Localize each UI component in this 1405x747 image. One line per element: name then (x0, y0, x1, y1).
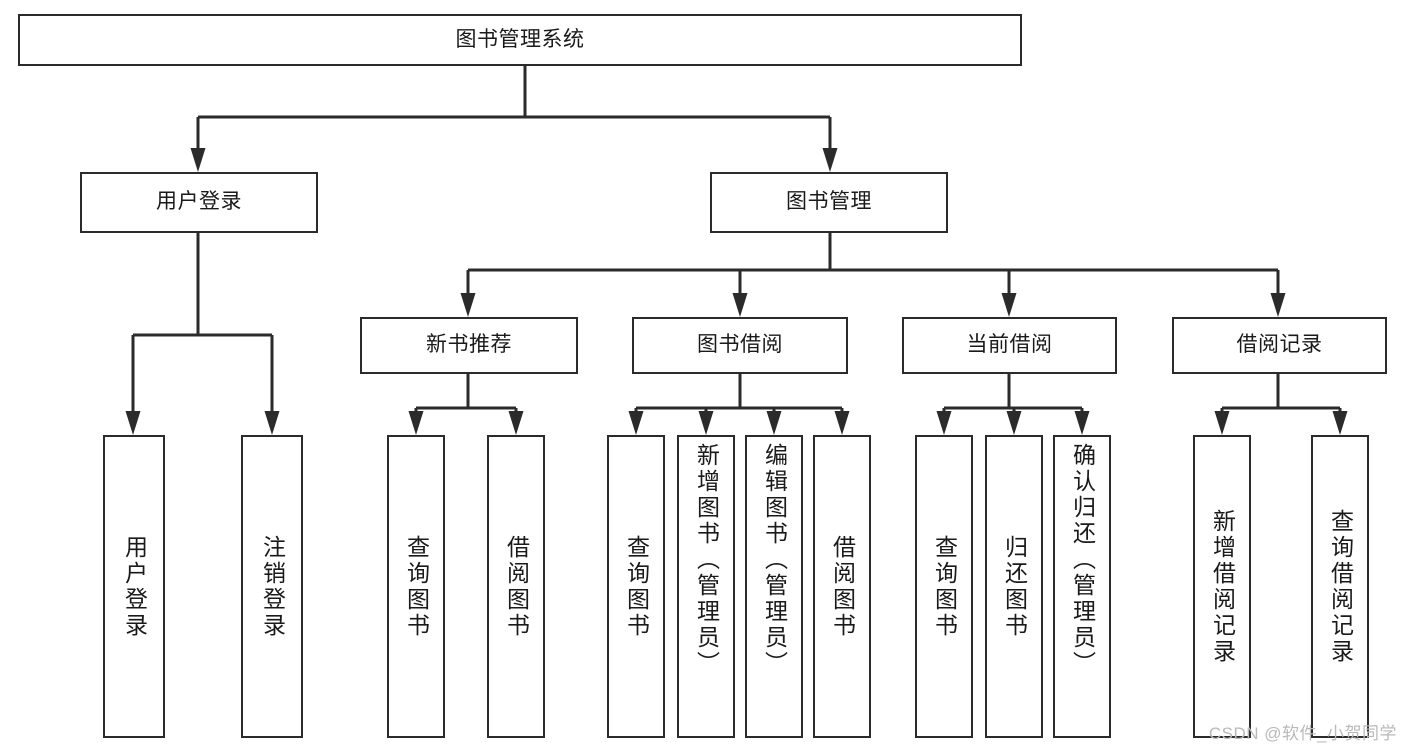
leaf-node-box[interactable]: 查询图书 (607, 435, 665, 738)
level2-node-box[interactable]: 图书借阅 (632, 317, 848, 374)
group-3-leaf-arrow-1-arrowhead (1332, 411, 1348, 435)
leaf-node-label: 借阅图书 (829, 534, 856, 639)
level2-arrow-2-arrowhead (1001, 293, 1017, 317)
leaf-node-label: 查询图书 (931, 534, 958, 639)
leaf-node-box[interactable]: 借阅图书 (487, 435, 545, 738)
group-1-leaf-arrow-2-arrowhead (766, 411, 782, 435)
leaf-node-label: 注销登录 (259, 534, 286, 639)
leaf-node-box[interactable]: 查询借阅记录 (1311, 435, 1369, 738)
root-node-box[interactable]: 图书管理系统 (18, 14, 1022, 66)
level2-node-box[interactable]: 新书推荐 (360, 317, 578, 374)
leaf-node-box[interactable]: 查询图书 (915, 435, 973, 738)
level2-node-label: 借阅记录 (1236, 333, 1323, 357)
leaf-node-box[interactable]: 编辑图书（管理员） (745, 435, 803, 738)
group-0-leaf-arrow-0-arrowhead (408, 411, 424, 435)
watermark-text: CSDN @软件_小贺同学 (1208, 724, 1397, 743)
level2-node-label: 当前借阅 (966, 333, 1053, 357)
level1-node-label: 图书管理 (786, 190, 872, 214)
leaf-node-box[interactable]: 查询图书 (387, 435, 445, 738)
leaf-node-box[interactable]: 归还图书 (985, 435, 1043, 738)
root-node-label: 图书管理系统 (455, 27, 585, 51)
group-2-leaf-arrow-0-arrowhead (936, 411, 952, 435)
level2-arrow-1-arrowhead (732, 293, 748, 317)
leaf-node-label: 查询图书 (623, 534, 650, 639)
leaf-node-label: 查询借阅记录 (1327, 508, 1354, 665)
login-leaf-arrow-1-arrowhead (264, 411, 280, 435)
group-1-leaf-arrow-0-arrowhead (628, 411, 644, 435)
leaf-node-box[interactable]: 注销登录 (241, 435, 303, 738)
level1-node-box[interactable]: 图书管理 (710, 172, 948, 233)
leaf-node-label: 编辑图书（管理员） (761, 443, 788, 677)
group-3-leaf-arrow-0-arrowhead (1214, 411, 1230, 435)
level2-node-label: 新书推荐 (426, 333, 512, 357)
login-leaf-arrow-0-arrowhead (125, 411, 141, 435)
level2-node-box[interactable]: 当前借阅 (902, 317, 1117, 374)
leaf-node-box[interactable]: 确认归还（管理员） (1053, 435, 1111, 738)
leaf-node-box[interactable]: 新增借阅记录 (1193, 435, 1251, 738)
leaf-node-box[interactable]: 借阅图书 (813, 435, 871, 738)
level2-arrow-0-arrowhead (460, 293, 476, 317)
group-1-leaf-arrow-3-arrowhead (834, 411, 850, 435)
level2-arrow-3-arrowhead (1270, 293, 1286, 317)
group-0-leaf-arrow-1-arrowhead (508, 411, 524, 435)
group-1-leaf-arrow-1-arrowhead (698, 411, 714, 435)
level2-node-label: 图书借阅 (697, 333, 783, 357)
leaf-node-label: 查询图书 (403, 534, 430, 639)
group-2-leaf-arrow-1-arrowhead (1006, 411, 1022, 435)
leaf-node-label: 确认归还（管理员） (1069, 443, 1096, 677)
leaf-node-label: 借阅图书 (503, 534, 530, 639)
level2-node-box[interactable]: 借阅记录 (1172, 317, 1387, 374)
leaf-node-label: 新增借阅记录 (1209, 508, 1236, 665)
level1-node-box[interactable]: 用户登录 (80, 172, 318, 233)
group-2-leaf-arrow-2-arrowhead (1074, 411, 1090, 435)
level1-arrow-1-arrowhead (822, 148, 838, 172)
leaf-node-box[interactable]: 新增图书（管理员） (677, 435, 735, 738)
leaf-node-box[interactable]: 用户登录 (103, 435, 165, 738)
level1-arrow-0-arrowhead (190, 148, 206, 172)
leaf-node-label: 归还图书 (1001, 534, 1028, 639)
leaf-node-label: 用户登录 (121, 534, 148, 639)
leaf-node-label: 新增图书（管理员） (693, 443, 720, 677)
level1-node-label: 用户登录 (156, 190, 242, 214)
